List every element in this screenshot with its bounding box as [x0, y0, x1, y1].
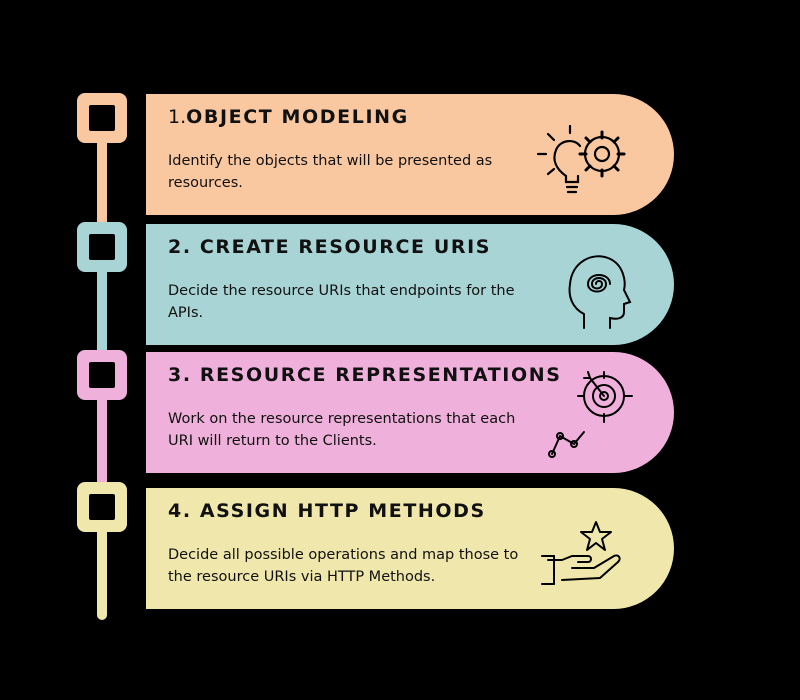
step-card-2: 2. CREATE RESOURCE URIS Decide the resou… [146, 224, 674, 345]
timeline-segment-1 [97, 140, 107, 232]
target-growth-icon [534, 371, 644, 458]
timeline-node-1 [77, 93, 127, 143]
timeline-segment-3 [97, 395, 107, 488]
timeline-segment-2 [97, 268, 107, 358]
hand-star-icon [534, 508, 644, 594]
step-title: 2. CREATE RESOURCE URIS [168, 236, 492, 258]
step-title: 1.OBJECT MODELING [168, 106, 409, 128]
timeline-node-4 [77, 482, 127, 532]
step-card-4: 4. ASSIGN HTTP METHODS Decide all possib… [146, 488, 674, 609]
step-description: Identify the objects that will be presen… [168, 153, 493, 191]
step-title: 4. ASSIGN HTTP METHODS [168, 500, 486, 522]
step-title: 3. RESOURCE REPRESENTATIONS [168, 364, 562, 386]
step-card-3: 3. RESOURCE REPRESENTATIONS Work on the … [146, 352, 674, 473]
timeline-node-3 [77, 350, 127, 400]
step-card-1: 1.OBJECT MODELING Identify the objects t… [146, 94, 674, 215]
timeline-node-2 [77, 222, 127, 272]
step-description: Decide the resource URIs that endpoints … [168, 283, 515, 321]
step-description: Decide all possible operations and map t… [168, 547, 519, 585]
lightbulb-gear-icon [534, 114, 644, 200]
timeline-segment-4 [97, 528, 107, 620]
head-spiral-icon [534, 244, 644, 330]
step-description: Work on the resource representations tha… [168, 411, 516, 449]
